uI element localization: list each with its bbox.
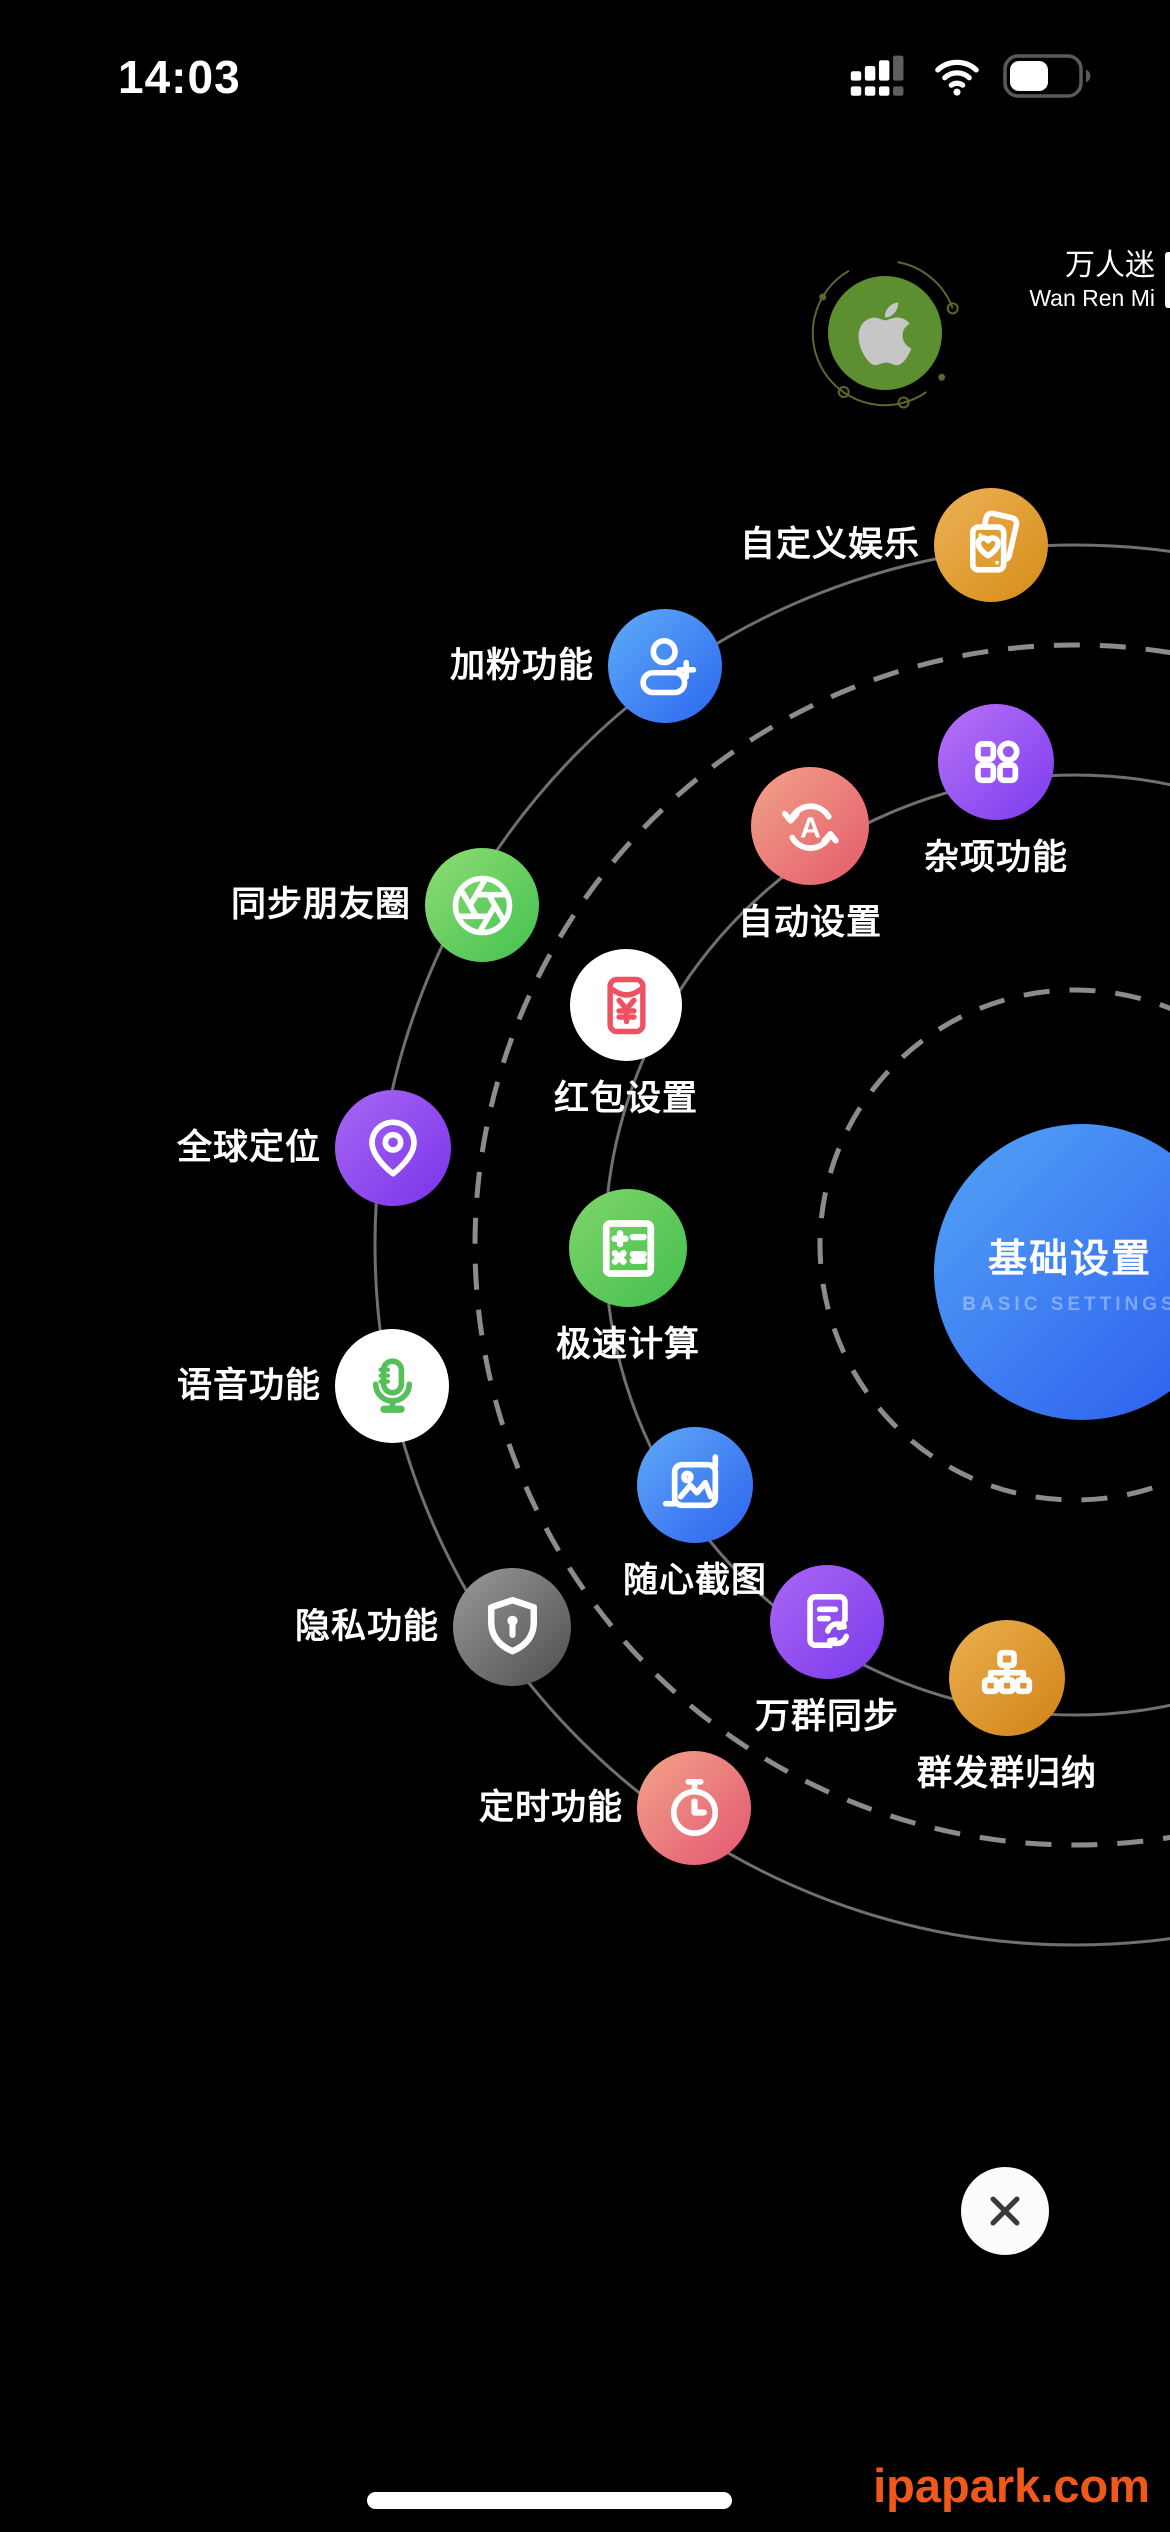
apple-logo-icon xyxy=(858,302,912,366)
profile-names: 万人迷 Wan Ren Mi xyxy=(1029,248,1155,312)
menu-item-add-fans[interactable] xyxy=(608,609,722,723)
basic-settings-subtitle: BASIC SETTINGS xyxy=(962,1294,1170,1315)
cards-icon xyxy=(969,510,1019,573)
menu-item-privacy[interactable] xyxy=(453,1568,571,1686)
menu-item-customize-fun[interactable] xyxy=(934,488,1048,602)
menu-item-sync-moments[interactable] xyxy=(425,848,539,962)
status-time: 14:03 xyxy=(118,51,241,103)
menu-item-label-red-packet: 红包设置 xyxy=(553,1079,699,1118)
orbit-ring-dashed xyxy=(817,987,1170,1503)
menu-item-label-auto-settings: 自动设置 xyxy=(737,903,883,942)
profile-name-pinyin: Wan Ren Mi xyxy=(1029,285,1155,311)
menu-item-label-group-sync: 万群同步 xyxy=(754,1697,900,1736)
orbit-ring-dashed xyxy=(472,642,1170,1848)
avatar-orbit-decoration xyxy=(811,261,959,409)
home-indicator[interactable] xyxy=(367,2492,732,2509)
doc-sync-icon xyxy=(806,1593,849,1648)
org-chart-icon xyxy=(981,1649,1033,1695)
menu-item-misc-functions[interactable] xyxy=(938,704,1054,820)
profile-name: 万人迷 xyxy=(1065,249,1155,282)
menu-item-label-sync-moments: 同步朋友圈 xyxy=(230,885,411,924)
edge-marker xyxy=(1165,252,1170,308)
menu-item-fast-calc[interactable] xyxy=(569,1189,687,1307)
menu-item-red-packet[interactable] xyxy=(570,949,682,1061)
menu-item-label-timer: 定时功能 xyxy=(478,1788,623,1827)
close-x-icon xyxy=(990,2196,1020,2226)
location-pin-icon xyxy=(369,1119,417,1177)
microphone-icon xyxy=(372,1357,412,1413)
components-icon xyxy=(975,740,1020,784)
menu-item-label-fast-calc: 极速计算 xyxy=(555,1325,701,1364)
battery-icon xyxy=(1003,54,1091,98)
red-envelope-icon xyxy=(606,976,646,1034)
screenshot-icon xyxy=(662,1454,719,1509)
menu-item-label-global-location: 全球定位 xyxy=(176,1128,321,1167)
auto-sync-icon: A xyxy=(781,802,839,851)
menu-item-group-send[interactable] xyxy=(949,1620,1065,1736)
menu-item-label-add-fans: 加粉功能 xyxy=(449,646,594,685)
dual-signal-icon xyxy=(850,55,904,96)
menu-item-timer[interactable] xyxy=(637,1751,751,1865)
menu-item-auto-settings[interactable]: A xyxy=(751,767,869,885)
menu-item-global-location[interactable] xyxy=(335,1090,451,1206)
calculator-icon xyxy=(602,1219,654,1277)
menu-item-label-group-send: 群发群归纳 xyxy=(916,1754,1098,1793)
user-plus-icon xyxy=(639,637,696,695)
menu-item-group-sync[interactable] xyxy=(770,1565,884,1679)
aperture-icon xyxy=(452,875,512,935)
menu-item-label-screenshot: 随心截图 xyxy=(622,1561,768,1600)
menu-item-voice[interactable] xyxy=(335,1329,449,1443)
orbit-ring-solid xyxy=(373,543,1170,1947)
menu-item-label-privacy: 隐私功能 xyxy=(294,1607,439,1646)
menu-item-screenshot[interactable] xyxy=(637,1427,753,1543)
basic-settings-title: 基础设置 xyxy=(987,1238,1152,1281)
menu-item-label-customize-fun: 自定义娱乐 xyxy=(739,525,920,564)
stopwatch-icon xyxy=(670,1778,718,1836)
close-button[interactable] xyxy=(961,2167,1049,2255)
wifi-icon xyxy=(935,59,979,96)
basic-settings-circle[interactable]: 基础设置 BASIC SETTINGS xyxy=(934,1124,1170,1420)
menu-item-label-voice: 语音功能 xyxy=(176,1366,321,1405)
watermark-link[interactable]: ipapark.com xyxy=(873,2459,1150,2512)
profile-avatar[interactable] xyxy=(800,248,970,418)
svg-text:A: A xyxy=(800,812,821,844)
menu-item-label-misc-functions: 杂项功能 xyxy=(923,838,1069,877)
shield-icon xyxy=(487,1596,537,1654)
